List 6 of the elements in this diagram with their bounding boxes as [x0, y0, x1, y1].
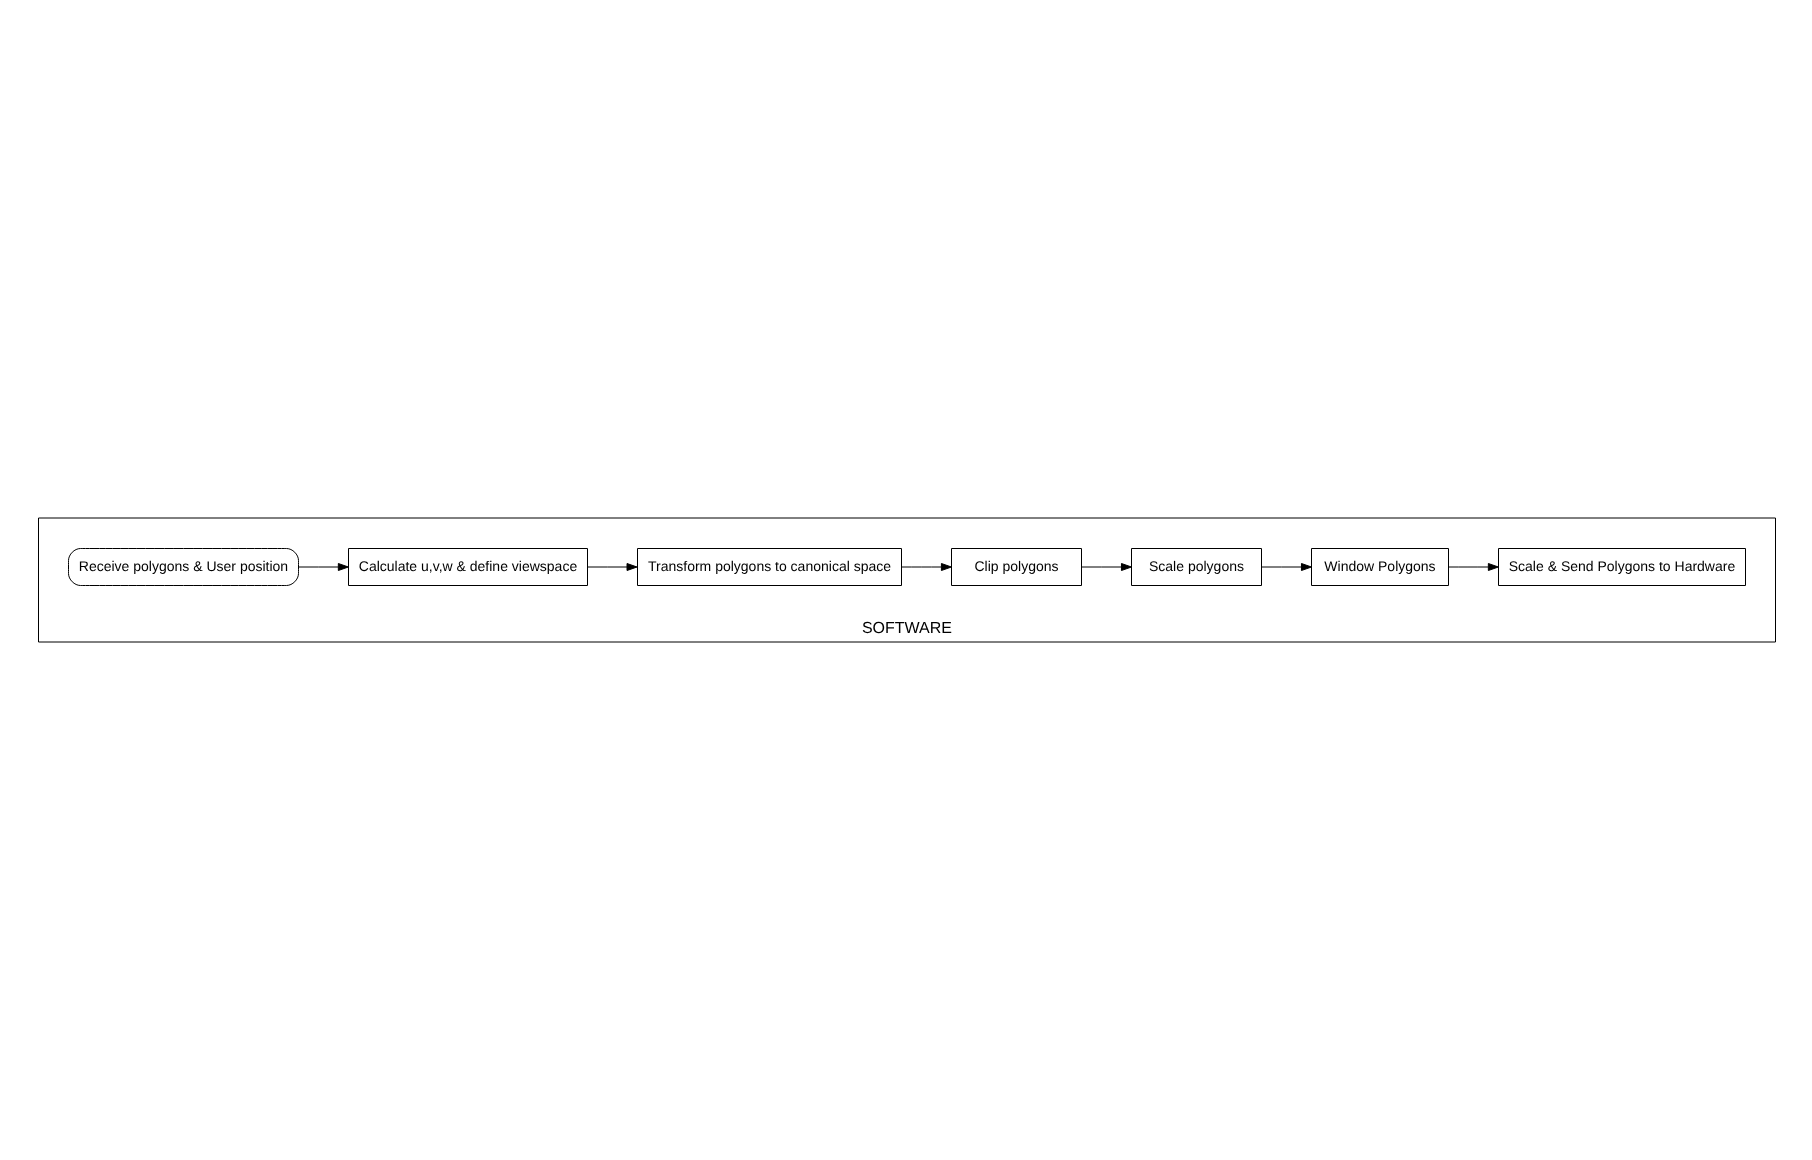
arrow	[586, 563, 637, 571]
arrow	[1447, 563, 1498, 571]
arrow	[900, 563, 951, 571]
arrow	[1080, 563, 1131, 571]
arrow	[297, 563, 348, 571]
arrow	[1260, 563, 1311, 571]
